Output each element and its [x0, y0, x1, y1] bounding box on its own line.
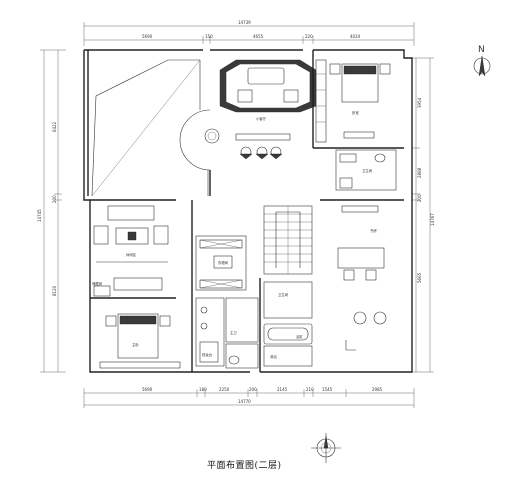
top-dim-2: 150: [205, 34, 213, 39]
bottom-dim-7: 1545: [322, 387, 333, 392]
room-label-bath-main: 主卫: [230, 330, 237, 335]
bedroom-ne: 卧室 卫生间: [312, 50, 404, 191]
chair: [365, 269, 377, 281]
right-dim-4: 5665: [417, 272, 422, 283]
left-dimensions: 14745 6422 200 8120: [37, 49, 66, 373]
side-table: [353, 311, 367, 325]
top-dim-4: 220: [305, 34, 313, 39]
desk: [337, 247, 385, 269]
bathroom-2: 卫生间 浴缸 淋浴: [259, 278, 313, 372]
top-dim-1: 5690: [142, 34, 153, 39]
bath2-room: [263, 281, 313, 319]
left-total-dim: 14745: [37, 209, 42, 222]
room-label-shower: 淋浴: [270, 354, 277, 359]
nightstand: [379, 63, 391, 75]
side-table: [373, 311, 387, 325]
master-bath: 梳妆台 主卫: [195, 297, 259, 369]
cabinet: [113, 277, 163, 291]
tv-bench: [235, 133, 291, 141]
bottom-dim-4: 200: [249, 387, 257, 392]
right-dim-2: 2888: [417, 167, 422, 178]
pillow-band: [343, 65, 377, 75]
top-dim-5: 4024: [350, 34, 361, 39]
pillow-band: [119, 315, 157, 325]
staircase: [263, 205, 313, 275]
room-label-bedroom-ne: 卧室: [352, 110, 359, 115]
room-label-master: 主卧: [132, 342, 139, 347]
living-room: 小客厅: [179, 59, 317, 196]
bottom-dim-5: 2145: [277, 387, 288, 392]
nightstand: [329, 63, 341, 75]
bottom-dim-2: 180: [199, 387, 207, 392]
right-dim-3: 200: [417, 194, 422, 202]
room-label-living: 小客厅: [256, 116, 267, 121]
left-dim-2: 200: [52, 195, 57, 203]
study: 书房: [320, 199, 404, 351]
bottom-dim-6: 210: [306, 387, 314, 392]
nightstand: [105, 315, 117, 327]
bottom-total-dim: 14770: [238, 399, 251, 404]
room-label-bathtub: 浴缸: [296, 334, 303, 339]
shower-tray: [339, 177, 353, 189]
top-dimensions: 14739 5690 150 4655 220 4024: [83, 20, 415, 46]
nightstand: [159, 315, 171, 327]
bottom-dim-1: 5690: [142, 387, 153, 392]
wardrobe: [315, 59, 327, 143]
room-label-study: 书房: [370, 228, 377, 233]
armchair: [153, 225, 169, 245]
sofa: [107, 205, 155, 221]
family-lounge: 休闲区 储藏间: [90, 199, 176, 299]
north-arrow: N: [473, 45, 491, 77]
room-label-dresser: 梳妆台: [202, 352, 213, 357]
room-label-storage: 储藏间: [92, 281, 103, 286]
room-label-bath2: 卫生间: [278, 292, 289, 297]
right-dimensions: 3954 2888 200 5665 14767: [410, 57, 435, 373]
cloakroom: 衣帽间: [195, 235, 247, 291]
top-dim-3: 4655: [253, 34, 264, 39]
sofa-cushion: [247, 67, 285, 85]
right-dim-1: 3954: [417, 97, 422, 108]
wardrobe: [99, 361, 181, 369]
bath-main: [225, 297, 259, 343]
terrace-void: [91, 59, 201, 197]
top-total-dim: 14739: [238, 20, 251, 25]
bottom-dim-3: 2250: [219, 387, 230, 392]
cloak-room: [195, 235, 247, 291]
sofa-seat: [237, 89, 253, 103]
bath-ne: [335, 149, 397, 191]
north-label: N: [478, 45, 485, 55]
drawing-title: 平面布置图(二层): [207, 461, 282, 471]
toilet: [228, 355, 240, 365]
vanity: [339, 153, 357, 163]
sofa-seat: [283, 89, 299, 103]
right-total-dim: 14767: [430, 213, 435, 226]
left-dim-3: 8120: [52, 285, 57, 296]
room-label-bath-ne: 卫生间: [362, 168, 373, 173]
dressing-area: [195, 297, 225, 367]
tv-cabinet: [343, 131, 375, 139]
shelf: [341, 205, 379, 213]
bottom-dim-8: 2985: [372, 387, 383, 392]
round-table: [204, 128, 220, 144]
room-label-family: 休闲区: [126, 252, 137, 257]
armchair: [93, 225, 109, 245]
storage: [93, 285, 111, 297]
room-label-cloak: 衣帽间: [218, 260, 229, 265]
left-dim-1: 6422: [52, 121, 57, 132]
curved-wall: [179, 109, 211, 171]
compass-icon: [311, 433, 341, 463]
master-bedroom: 主卧: [99, 200, 193, 372]
toilet: [374, 153, 386, 163]
chair: [343, 269, 355, 281]
bottom-dimensions: 5690 180 2250 200 2145 210 1545 2985 147…: [83, 387, 415, 408]
